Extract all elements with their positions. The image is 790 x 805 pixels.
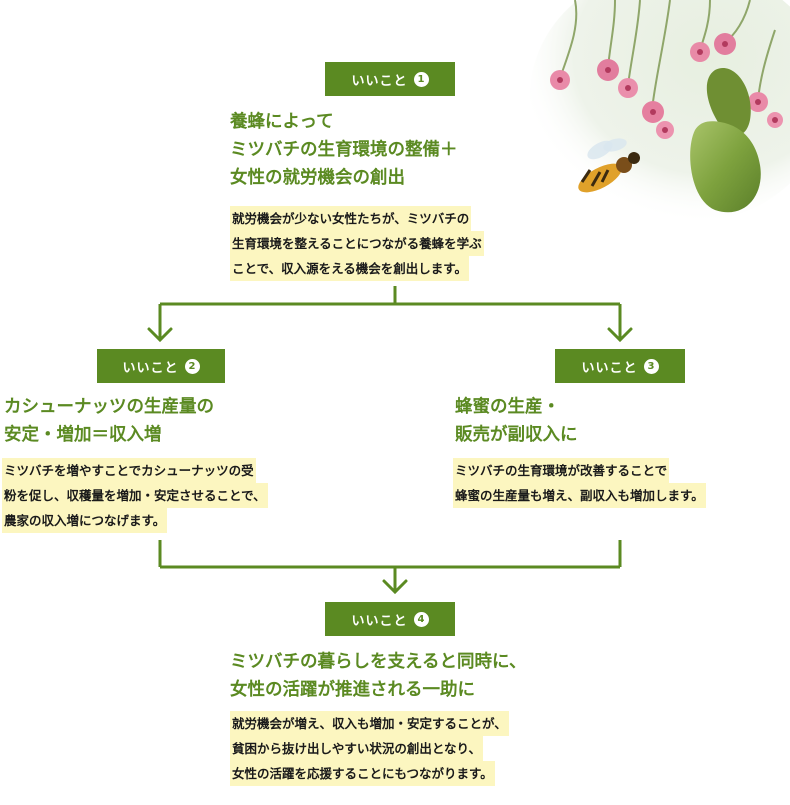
honeybee-icon: [578, 138, 640, 193]
title-line: 養蜂によって: [230, 112, 334, 132]
title-line: カシューナッツの生産量の: [4, 397, 214, 417]
benefit-title-2: カシューナッツの生産量の 安定・増加＝収入増: [4, 393, 214, 449]
benefit-description-2: ミツバチを増やすことでカシューナッツの受 粉を促し、収穫量を増加・安定させること…: [2, 458, 268, 533]
description-line: 農家の収入増につなげます。: [2, 508, 168, 533]
title-line: 安定・増加＝収入増: [4, 425, 162, 445]
title-line: 女性の活躍が推進される一助に: [230, 680, 475, 700]
benefit-description-3: ミツバチの生育環境が改善することで 蜂蜜の生産量も増え、副収入も増加します。: [453, 458, 706, 508]
benefit-description-1: 就労機会が少ない女性たちが、ミツバチの 生育環境を整えることにつながる養蜂を学ぶ…: [230, 206, 484, 281]
description-line: 就労機会が少ない女性たちが、ミツバチの: [230, 206, 472, 231]
badge-label: いいこと: [351, 73, 408, 89]
description-line: ミツバチを増やすことでカシューナッツの受: [2, 458, 256, 483]
title-line: 蜂蜜の生産・: [455, 397, 560, 417]
badge-number: 1: [413, 71, 429, 87]
benefit-title-1: 養蜂によって ミツバチの生育環境の整備＋ 女性の就労機会の創出: [230, 108, 458, 192]
description-line: ことで、収入源をえる機会を創出します。: [230, 256, 470, 281]
arrow-down-icon: [382, 579, 408, 595]
description-line: ミツバチの生育環境が改善することで: [453, 458, 670, 483]
benefit-badge-2: いいこと 2: [97, 349, 225, 383]
cashew-fruit-icon: [690, 68, 761, 213]
bee-cashew-illustration: [530, 0, 790, 225]
description-line: 貧困から抜け出しやすい状況の創出となり、: [230, 736, 484, 761]
badge-number: 3: [643, 358, 659, 374]
benefit-title-4: ミツバチの暮らしを支えると同時に、 女性の活躍が推進される一助に: [230, 648, 526, 704]
arrow-down-icon: [147, 327, 173, 343]
description-line: 粉を促し、収穫量を増加・安定させることで、: [2, 483, 268, 508]
badge-label: いいこと: [351, 613, 408, 629]
benefit-description-4: 就労機会が増え、収入も増加・安定することが、 貧困から抜け出しやすい状況の創出と…: [230, 711, 509, 786]
title-line: 販売が副収入に: [455, 425, 578, 445]
benefit-title-3: 蜂蜜の生産・ 販売が副収入に: [455, 393, 578, 449]
description-line: 女性の活躍を応援することにもつながります。: [230, 761, 495, 786]
badge-label: いいこと: [581, 360, 638, 376]
badge-number: 2: [184, 358, 200, 374]
description-line: 蜂蜜の生産量も増え、副収入も増加します。: [453, 483, 706, 508]
title-line: ミツバチの暮らしを支えると同時に、: [230, 652, 527, 672]
benefit-badge-4: いいこと 4: [325, 602, 455, 636]
title-line: 女性の就労機会の創出: [230, 168, 405, 188]
benefit-badge-1: いいこと 1: [325, 62, 455, 96]
arrow-down-icon: [607, 327, 633, 343]
description-line: 生育環境を整えることにつながる養蜂を学ぶ: [230, 231, 484, 256]
cashew-flower-icon: [550, 33, 783, 139]
badge-number: 4: [413, 611, 429, 627]
description-line: 就労機会が増え、収入も増加・安定することが、: [230, 711, 509, 736]
badge-label: いいこと: [122, 360, 179, 376]
benefit-badge-3: いいこと 3: [555, 349, 685, 383]
title-line: ミツバチの生育環境の整備＋: [230, 140, 458, 160]
